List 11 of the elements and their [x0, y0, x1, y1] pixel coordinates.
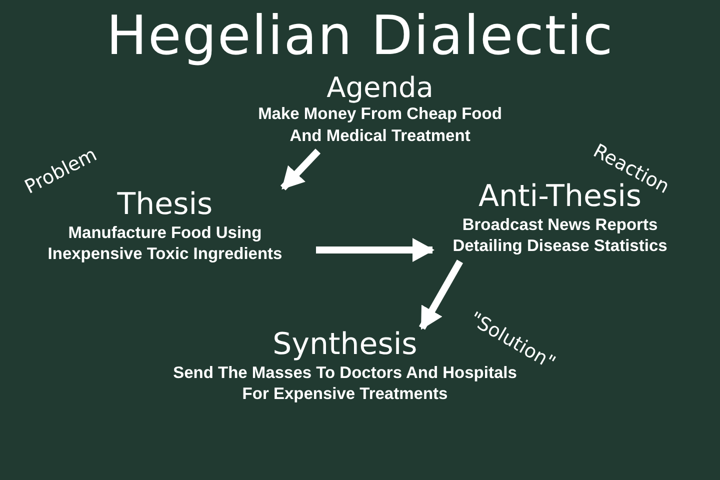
arrow: [316, 238, 434, 262]
diagram-title: Hegelian Dialectic: [105, 4, 615, 67]
arrow: [418, 260, 464, 330]
stage-description: Broadcast News Reports Detailing Disease Statistics: [452, 214, 668, 257]
stage-description: Manufacture Food Using Inexpensive Toxic Ingredients: [46, 222, 284, 265]
arrow: [280, 148, 321, 190]
stage-heading: Thesis: [117, 188, 213, 222]
stage-heading: Agenda: [326, 72, 434, 104]
stage-description: Make Money From Cheap Food And Medical Treatment: [257, 104, 503, 147]
stage-description: Send The Masses To Doctors And Hospitals For Expensive Treatments: [172, 364, 517, 405]
stage-heading: Synthesis: [272, 328, 418, 362]
